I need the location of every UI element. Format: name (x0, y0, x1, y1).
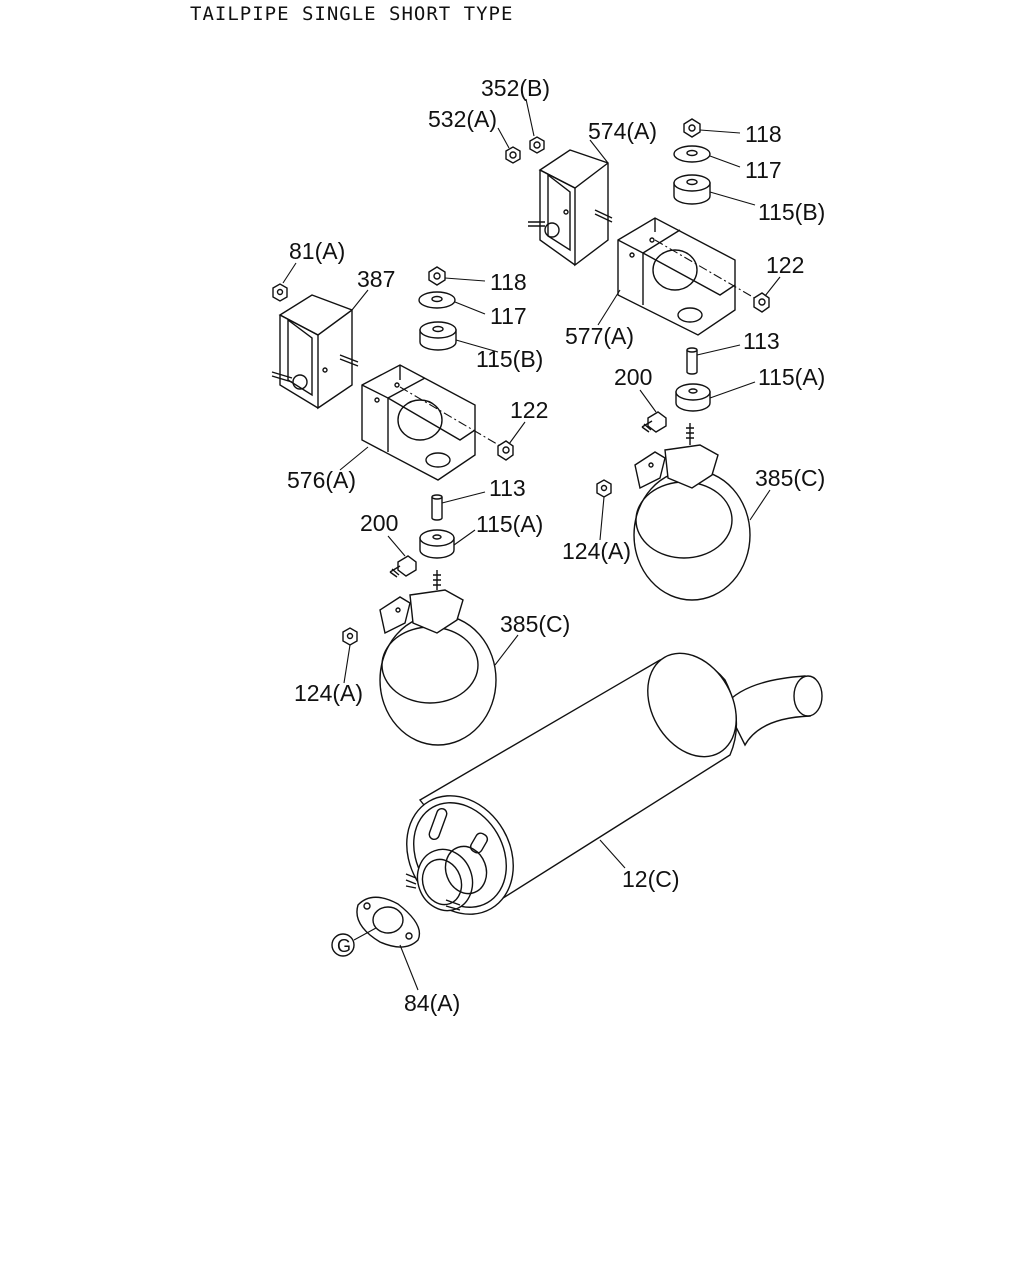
label-118-left: 118 (490, 269, 527, 295)
label-117-left: 117 (490, 303, 527, 329)
bracket-387 (271, 294, 359, 410)
clamp-385c-left (379, 570, 497, 746)
leader-115b-right (709, 191, 756, 206)
leader-117-right (709, 155, 741, 168)
nut-81a (272, 283, 288, 302)
nut-124a-left (342, 627, 358, 646)
leader-385c-right (749, 489, 771, 521)
cushion-115a-right (675, 383, 711, 412)
label-577a: 577(A) (565, 323, 634, 349)
muffler-12c (405, 652, 823, 915)
leader-576a (339, 446, 369, 471)
label-124a-right: 124(A) (562, 538, 631, 564)
leader-387 (351, 289, 369, 311)
label-385c-right: 385(C) (755, 465, 825, 491)
leader-118-left (444, 277, 486, 282)
leader-84a (399, 944, 419, 991)
cushion-115b-right (673, 174, 711, 205)
washer-117-left (418, 291, 456, 309)
label-84a: 84(A) (404, 990, 460, 1016)
washer-117-right (673, 145, 711, 163)
centerline-576a (399, 386, 503, 448)
label-200-right: 200 (614, 364, 652, 390)
gasket-84a (356, 896, 421, 948)
leader-352b (525, 98, 535, 137)
hanger-576a (361, 364, 476, 481)
label-387: 387 (357, 266, 395, 292)
leader-115a-right (709, 381, 756, 399)
nut-532a (505, 146, 521, 164)
hanger-577a (617, 217, 736, 336)
leader-200-right (639, 389, 657, 413)
label-113-left: 113 (489, 475, 526, 501)
leader-574a (589, 139, 609, 164)
label-124a-left: 124(A) (294, 680, 363, 706)
label-200-left: 200 (360, 510, 398, 536)
leader-117-left (454, 301, 486, 315)
leader-115b-left (455, 339, 499, 353)
g-marker-text: G (337, 936, 351, 956)
leader-118-right (699, 129, 741, 134)
centerline-577a (654, 239, 759, 301)
nut-124a-right (596, 479, 612, 498)
cushion-115b-left (419, 321, 457, 351)
nut-118-left (428, 266, 446, 286)
label-115a-right: 115(A) (758, 364, 825, 390)
pin-113-left (431, 494, 443, 521)
bolt-200-right (641, 411, 667, 433)
clamp-385c-right (633, 423, 751, 601)
leader-12c (599, 839, 626, 869)
leader-122-left (508, 421, 526, 445)
label-115b-left: 115(B) (476, 346, 543, 372)
leader-577a (597, 289, 621, 326)
label-532a: 532(A) (428, 106, 497, 132)
nut-122-right (753, 292, 770, 313)
label-113-right: 113 (743, 328, 780, 354)
label-576a: 576(A) (287, 467, 356, 493)
label-12c: 12(C) (622, 866, 680, 892)
label-122-right: 122 (766, 252, 804, 278)
leader-124a-right (599, 496, 605, 541)
bracket-574a (528, 149, 613, 267)
cushion-115a-left (419, 529, 455, 559)
label-115b-right: 115(B) (758, 199, 825, 225)
nut-118-right (683, 118, 701, 138)
label-117-right: 117 (745, 157, 782, 183)
label-385c-left: 385(C) (500, 611, 570, 637)
nut-122-left (497, 440, 514, 461)
g-marker: G (331, 933, 355, 957)
nut-352b (529, 136, 545, 154)
leader-200-left (387, 535, 406, 557)
pin-113-right (686, 347, 698, 375)
leader-113-left (441, 491, 486, 504)
label-352b: 352(B) (481, 75, 550, 101)
label-574a: 574(A) (588, 118, 657, 144)
leader-122-right (764, 276, 781, 297)
leader-532a (497, 127, 510, 149)
leader-g (353, 927, 377, 941)
leader-113-right (696, 344, 741, 356)
leader-124a-left (343, 644, 351, 684)
label-115a-left: 115(A) (476, 511, 543, 537)
leader-385c-left (494, 634, 519, 666)
bolt-200-left (389, 555, 417, 578)
label-122-left: 122 (510, 397, 548, 423)
label-81a: 81(A) (289, 238, 345, 264)
leader-81a (282, 262, 297, 284)
leader-115a-left (453, 529, 476, 546)
diagram-title: TAILPIPE SINGLE SHORT TYPE (190, 3, 514, 25)
label-118-right: 118 (745, 121, 782, 147)
